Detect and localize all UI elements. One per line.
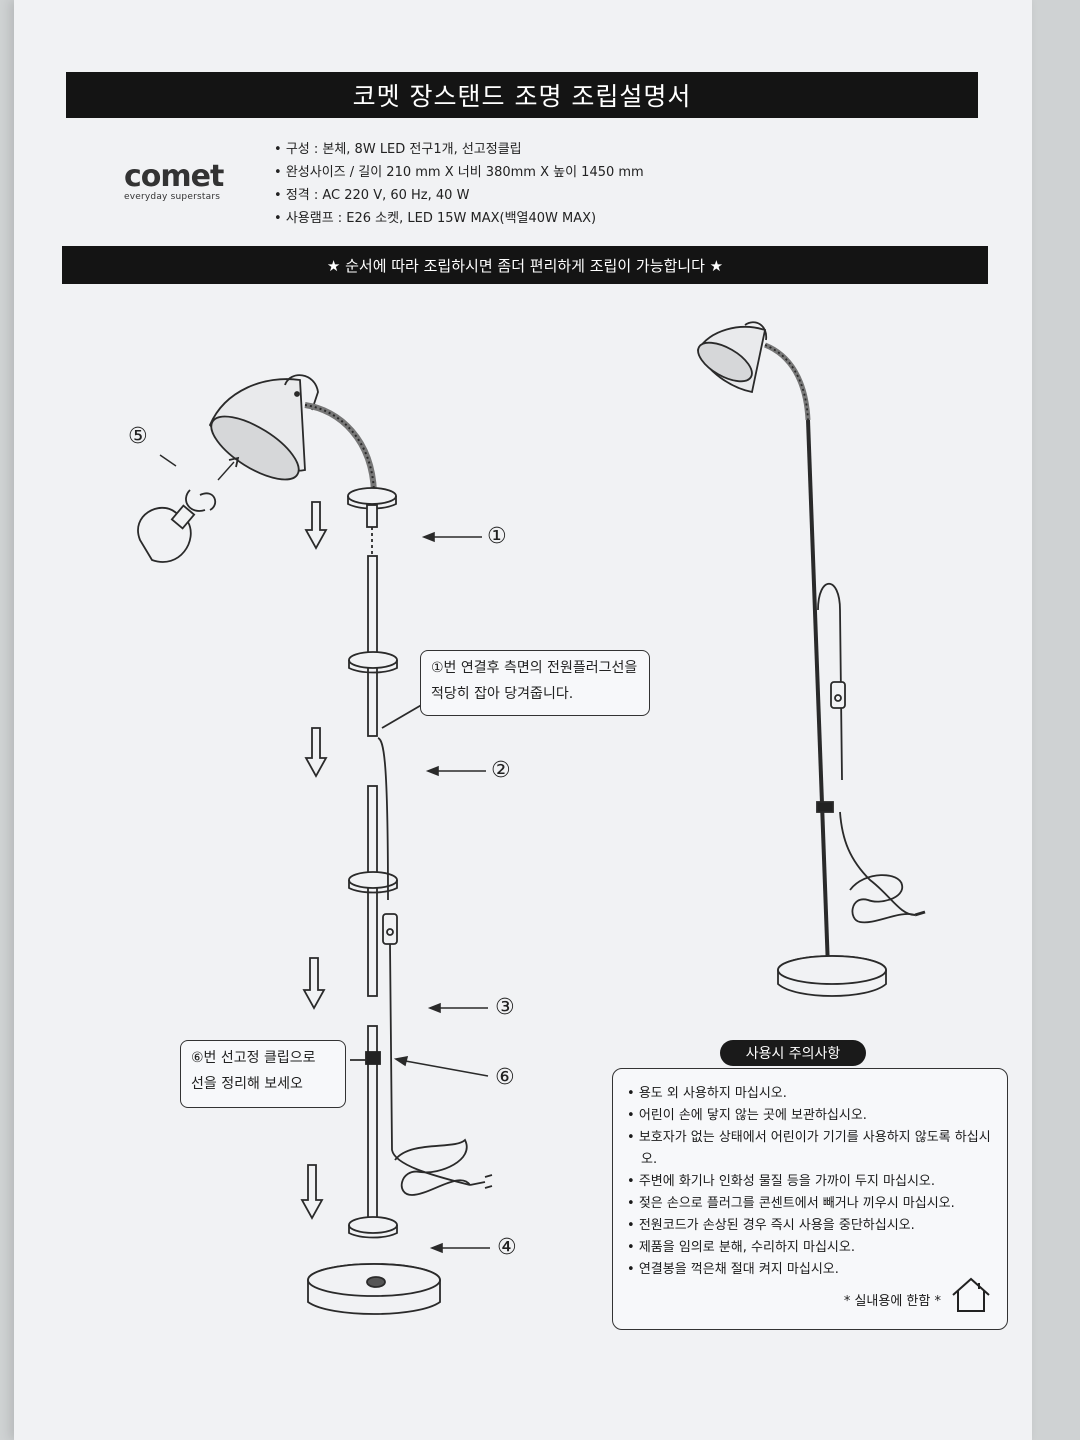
caution-item: 젖은 손으로 플러그를 콘센트에서 빼거나 끼우시 마십시오. [627, 1193, 995, 1215]
assembly-notice: ★ 순서에 따라 조립하시면 좀더 편리하게 조립이 가능합니다 ★ [326, 256, 724, 275]
caution-item: 어린이 손에 닿지 않는 곳에 보관하십시오. [627, 1105, 995, 1127]
assembled-lamp-illustration [697, 321, 926, 997]
brand-tagline: everyday superstars [124, 192, 221, 202]
clip-callout-line1: ⑥번 선고정 클립으로 [191, 1050, 316, 1066]
caution-list: 용도 외 사용하지 마십시오. 어린이 손에 닿지 않는 곳에 보관하십시오. … [627, 1083, 995, 1281]
step-number-6: ⑥ [495, 1065, 515, 1090]
step-number-3: ③ [495, 995, 515, 1020]
step-number-2: ② [491, 758, 511, 783]
caution-box: 용도 외 사용하지 마십시오. 어린이 손에 닿지 않는 곳에 보관하십시오. … [612, 1068, 1008, 1330]
clip-callout-line2: 선을 정리해 보세오 [191, 1076, 303, 1092]
indoor-use-note: * 실내용에 한함 * [843, 1294, 941, 1309]
spec-item: 사용램프 : E26 소켓, LED 15W MAX(백열40W MAX) [274, 207, 644, 230]
lamp-shade-illustration [208, 374, 377, 493]
document-title: 코멧 장스탠드 조명 조립설명서 [352, 82, 692, 111]
bulb-icon [137, 504, 196, 563]
caution-item: 전원코드가 손상된 경우 즉시 사용을 중단하십시오. [627, 1215, 995, 1237]
spec-item: 완성사이즈 / 길이 210 mm X 너비 380mm X 높이 1450 m… [274, 161, 644, 184]
brand-name: comet [124, 159, 224, 194]
caution-label-text: 사용시 주의사항 [745, 1046, 841, 1062]
spec-item: 구성 : 본체, 8W LED 전구1개, 선고정클립 [274, 138, 644, 161]
caution-item: 보호자가 없는 상태에서 어린이가 기기를 사용하지 않도록 하십시오. [627, 1127, 995, 1171]
arrow-down-icon [300, 501, 328, 1220]
brand-logo: comet everyday superstars [124, 159, 224, 203]
title-bar: 코멧 장스탠드 조명 조립설명서 [66, 72, 978, 118]
caution-item: 연결봉을 꺽은채 절대 켜지 마십시오. [627, 1259, 995, 1281]
cord-callout-line1: ①번 연결후 측면의 전원플러그선을 [431, 660, 638, 676]
cord-callout-line2: 적당히 잡아 당겨줍니다. [431, 686, 574, 702]
caution-item: 주변에 화기나 인화성 물질 등을 가까이 두지 마십시오. [627, 1171, 995, 1193]
step-number-5: ⑤ [128, 424, 148, 449]
cord-callout: ①번 연결후 측면의 전원플러그선을 적당히 잡아 당겨줍니다. [420, 650, 650, 716]
notice-bar: ★ 순서에 따라 조립하시면 좀더 편리하게 조립이 가능합니다 ★ [62, 246, 988, 284]
caution-label: 사용시 주의사항 [720, 1040, 866, 1066]
step-number-1: ① [487, 524, 507, 549]
spec-item: 정격 : AC 220 V, 60 Hz, 40 W [274, 184, 644, 207]
spec-list: 구성 : 본체, 8W LED 전구1개, 선고정클립 완성사이즈 / 길이 2… [274, 138, 644, 230]
clip-callout: ⑥번 선고정 클립으로 선을 정리해 보세오 [180, 1040, 346, 1108]
house-icon [952, 1277, 990, 1312]
step-number-4: ④ [497, 1235, 517, 1260]
caution-item: 제품을 임의로 분해, 수리하지 마십시오. [627, 1237, 995, 1259]
caution-item: 용도 외 사용하지 마십시오. [627, 1083, 995, 1105]
